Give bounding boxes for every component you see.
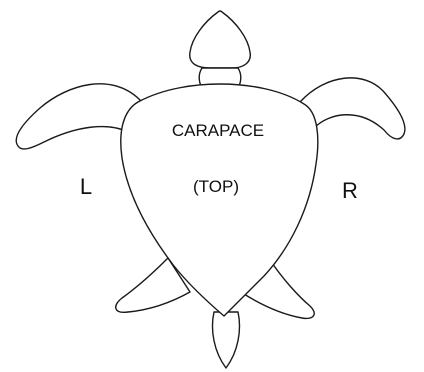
tail: [213, 312, 240, 368]
right-side-label: R: [342, 178, 358, 203]
head: [190, 11, 251, 68]
top-view-label: (TOP): [193, 177, 239, 196]
carapace-label: CARAPACE: [172, 121, 264, 140]
left-side-label: L: [80, 174, 92, 199]
